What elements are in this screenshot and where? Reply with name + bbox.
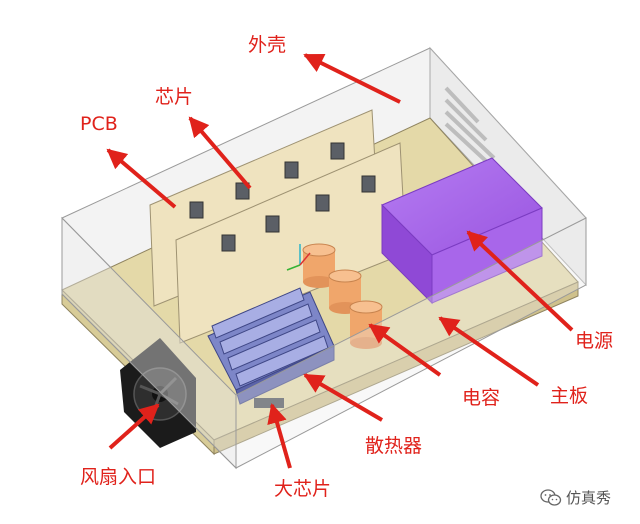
arrow-capacitor bbox=[368, 323, 442, 377]
label-heatsink: 散热器 bbox=[365, 435, 423, 457]
axis-triad bbox=[286, 244, 311, 271]
arrow-pcb bbox=[106, 148, 177, 209]
watermark-text: 仿真秀 bbox=[566, 489, 612, 507]
power-supply bbox=[381, 157, 543, 305]
annotation-arrows bbox=[106, 53, 574, 469]
watermark: 仿真秀 bbox=[540, 487, 611, 508]
wechat-icon bbox=[540, 488, 562, 506]
chip bbox=[235, 182, 250, 200]
chip bbox=[361, 175, 376, 193]
label-large-chip: 大芯片 bbox=[274, 478, 332, 500]
label-chip: 芯片 bbox=[155, 86, 194, 108]
chip bbox=[330, 142, 345, 160]
arrow-heatsink bbox=[303, 373, 384, 422]
arrow-fan-inlet bbox=[108, 403, 160, 450]
arrow-motherboard bbox=[438, 316, 540, 387]
label-fan-inlet: 风扇入口 bbox=[80, 466, 157, 488]
label-motherboard: 主板 bbox=[550, 385, 589, 407]
label-power-supply: 电源 bbox=[575, 330, 614, 352]
arrow-enclosure bbox=[303, 53, 401, 104]
enclosure-front bbox=[61, 216, 587, 470]
chip bbox=[284, 161, 299, 179]
large-chip bbox=[254, 398, 284, 408]
arrow-chip bbox=[188, 116, 252, 190]
arrow-large-chip bbox=[267, 403, 292, 469]
chip bbox=[189, 201, 204, 219]
label-enclosure: 外壳 bbox=[248, 34, 287, 56]
label-pcb: PCB bbox=[80, 113, 118, 135]
chip bbox=[221, 234, 236, 252]
arrow-power-supply bbox=[466, 230, 574, 332]
chip bbox=[315, 194, 330, 212]
label-capacitor: 电容 bbox=[462, 387, 501, 409]
heatsink bbox=[207, 287, 335, 408]
chip bbox=[265, 215, 280, 233]
